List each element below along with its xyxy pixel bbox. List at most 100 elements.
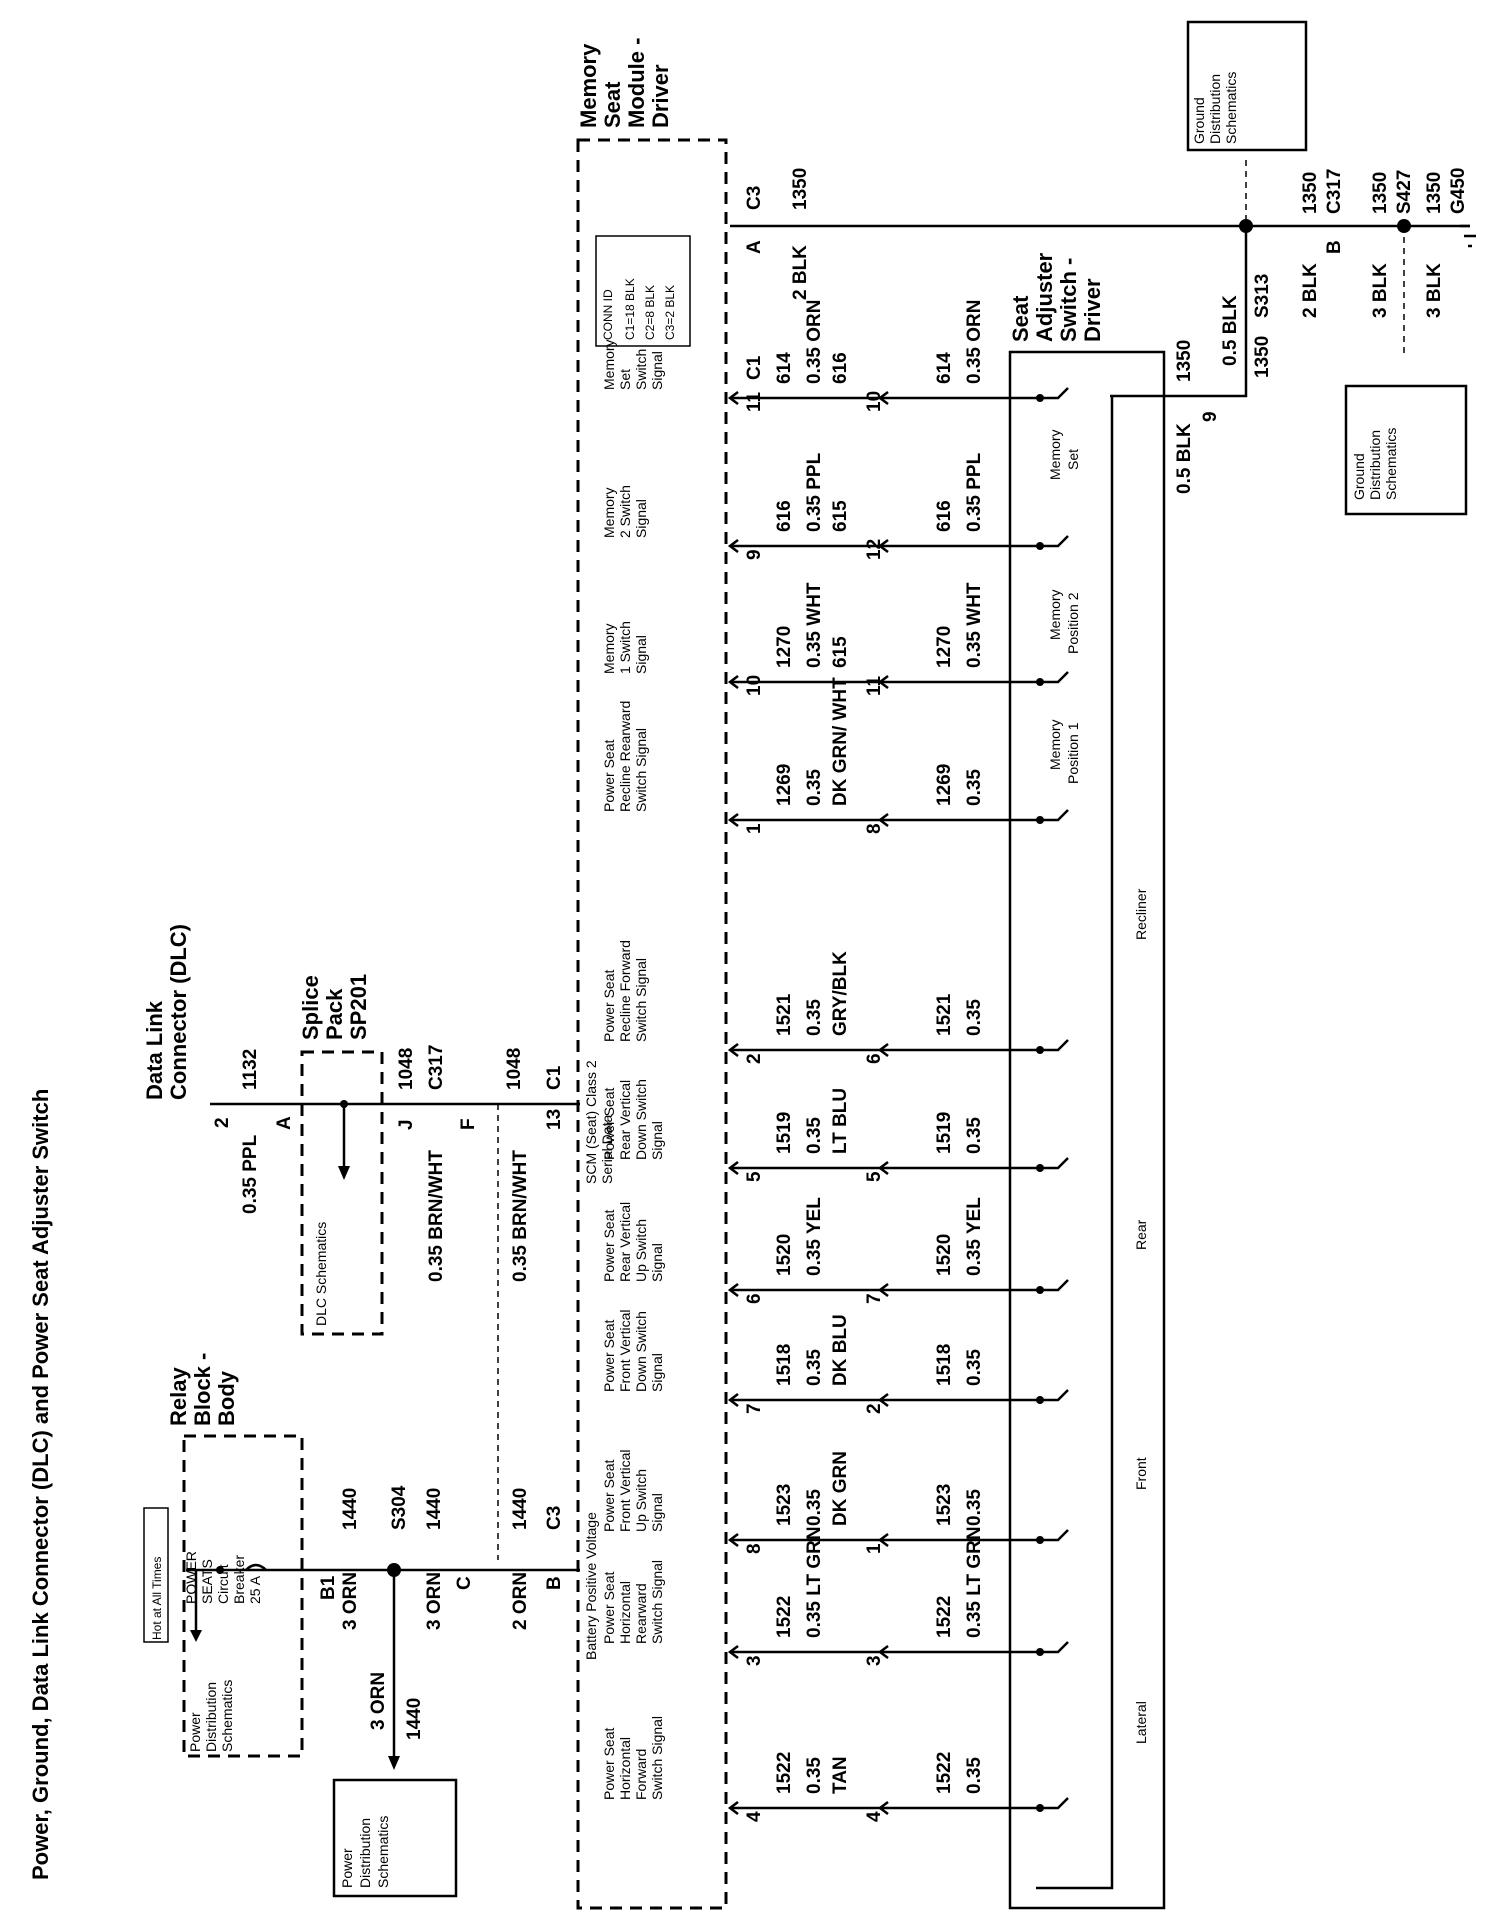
connector-chevron-icon [727,813,739,827]
signal-wire-color-switch: 0.35 ORN [964,300,985,384]
connector-chevron-icon [877,1043,889,1057]
power-1440-c: 1440 [404,1698,425,1740]
svg-text:Relay: Relay [166,1367,191,1426]
switch-label-memory-set-2: Set [1065,449,1081,470]
switch-contact-icon [1040,1389,1069,1402]
contact-node-icon [1036,394,1044,402]
data-1132: 1132 [240,1049,261,1090]
signal-circuit-number-switch: 1518 [934,1344,955,1386]
signal-pin-module: 10 [744,675,765,696]
switch-label-rear: Rear [1133,1219,1149,1250]
gnd-9: 9 [1200,411,1221,422]
connector-chevron-icon [877,1645,889,1659]
connector-chevron-icon [877,1801,889,1815]
svg-text:Power: Power [187,1712,203,1752]
hot-at-all-times-label: Hot at All Times [150,1557,164,1640]
gnd-1350-f: 1350 [1174,340,1195,382]
svg-text:Schematics: Schematics [1383,428,1399,500]
signal-wire-color: 0.35 PPL [804,452,825,532]
signal-wire-color: 0.35 [804,1489,825,1526]
signal-wire-color: 0.35 [804,1757,825,1794]
signal-name-line: Front Vertical [617,1450,633,1532]
power-1440-b: 1440 [424,1488,445,1530]
signal-circuit-number-switch: 616 [934,500,955,532]
connector-chevron-icon [877,675,889,689]
signal-pin-module: 9 [744,549,765,560]
gnd-1350-a: 1350 [790,168,811,210]
switch-label-pos2: Memory [1047,589,1063,640]
signal-name-line: 1 Switch [617,621,633,674]
power-b: B [544,1576,565,1590]
signal-name-line: Up Switch [633,1219,649,1282]
switch-contact-icon [1040,671,1069,684]
svg-text:Schematics: Schematics [375,1816,391,1888]
signal-wire-color-2: DK GRN [830,1451,851,1526]
dlc-label: Data Link Connector (DLC) [142,924,191,1100]
connector-chevron-icon [727,1393,739,1407]
svg-text:Module -: Module - [624,38,649,128]
signal-wire-color-switch: 0.35 [964,1489,985,1526]
contact-node-icon [1036,1046,1044,1054]
signal-wire-color-switch: 0.35 [964,1117,985,1154]
ground-dist-box-bottom [1344,384,1468,516]
connector-chevron-icon [877,813,889,827]
signal-wire-color-2: GRY/BLK [830,951,851,1036]
conn-c1-label: C1 [744,355,765,380]
signal-circuit-number-switch: 1270 [934,626,955,668]
connector-chevron-icon [877,1393,889,1407]
svg-text:Driver: Driver [1080,278,1105,342]
gnd-1350-e: 1350 [1252,336,1273,378]
splice-node-icon [340,1100,348,1108]
signal-wire-color: 0.35 LT GRN [804,1526,825,1638]
signal-wire-color: 0.35 ORN [804,300,825,384]
signal-name-line: 2 Switch [617,485,633,538]
signal-name-line: Up Switch [633,1469,649,1532]
power-b1: B1 [318,1575,339,1600]
svg-text:SP201: SP201 [346,974,371,1040]
signal-pin-switch: 8 [864,823,885,834]
breaker-symbol-icon [245,1563,267,1571]
signal-circuit-number: 1521 [774,993,795,1036]
signal-circuit-number: 1523 [774,1484,795,1526]
data-1048-a: 1048 [396,1048,417,1090]
gnd-b: B [1324,240,1345,254]
signal-pin-module: 7 [744,1403,765,1414]
seat-switch-box [1008,350,1166,1910]
svg-text:Ground: Ground [1191,97,1207,144]
contact-node-icon [1036,1804,1044,1812]
signal-name-line: Recline Rearward [617,701,633,812]
gnd-s427: S427 [1394,170,1415,214]
svg-text:Memory: Memory [576,43,601,128]
signal-circuit-number: 616 [774,500,795,532]
dlc-schematics-label: DLC Schematics [313,1222,329,1326]
power-orn3-c: 3 ORN [368,1672,389,1730]
signal-pin-module: 8 [744,1543,765,1554]
svg-text:Data Link: Data Link [142,1000,167,1100]
signal-wire-color: 0.35 [804,1349,825,1386]
svg-text:Switch -: Switch - [1056,258,1081,342]
svg-text:Seat: Seat [600,81,625,128]
signal-name-line: Switch Signal [633,728,649,812]
svg-text:Distribution: Distribution [203,1682,219,1752]
breaker-terminal-icon [216,1566,224,1574]
ground-dist-label-bottom: Ground Distribution Schematics [1351,428,1399,500]
seat-switch-label: Seat Adjuster Switch - Driver [1008,252,1105,342]
conn-id-c3: C3=2 BLK [663,285,677,340]
signal-name-line: Signal [633,499,649,538]
signal-wire-color: 0.35 [804,769,825,806]
contact-node-icon [1036,1164,1044,1172]
switch-contact-icon [1040,535,1069,548]
power-1440-d: 1440 [510,1488,531,1530]
connector-chevron-icon [727,391,739,405]
signal-pin-module: 11 [744,391,765,412]
data-j: J [396,1119,417,1130]
signal-name-line: Switch Signal [649,1716,665,1800]
